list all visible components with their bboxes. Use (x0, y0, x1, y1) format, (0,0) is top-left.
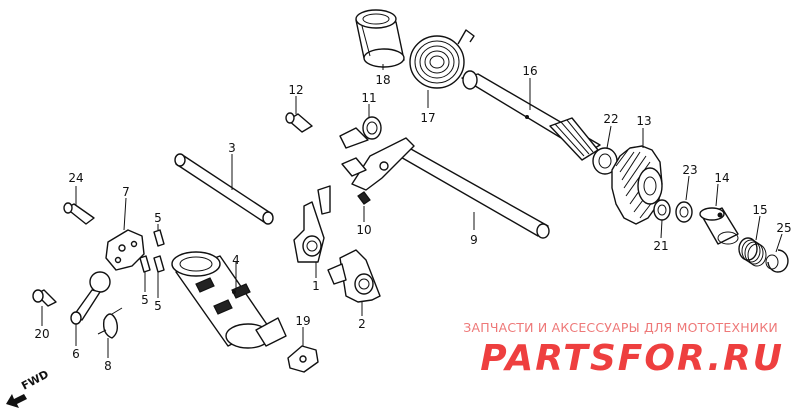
callout-22: 22 (603, 112, 618, 126)
part-1-shift-fork[interactable] (293, 185, 331, 263)
part-20-bolt[interactable] (32, 289, 57, 307)
part-6-stopper-arm[interactable] (70, 271, 111, 325)
callout-8: 8 (104, 359, 112, 373)
part-17-spring[interactable] (409, 29, 475, 89)
part-14-ratchet[interactable] (699, 207, 739, 245)
callout-17: 17 (420, 111, 435, 125)
leader-lines (41, 64, 783, 358)
part-13-gear[interactable] (611, 145, 663, 225)
callout-3: 3 (228, 141, 236, 155)
part-19-clip-plate[interactable] (287, 345, 319, 373)
part-3-shift-fork-shaft[interactable] (174, 153, 274, 225)
callout-23: 23 (682, 163, 697, 177)
callout-5-lower-right: 5 (154, 299, 162, 313)
callout-18: 18 (375, 73, 390, 87)
part-2-shift-fork[interactable] (327, 249, 381, 303)
callout-15: 15 (752, 203, 767, 217)
callout-16: 16 (522, 64, 537, 78)
callout-25: 25 (776, 221, 791, 235)
part-11-spring-arm[interactable] (339, 116, 382, 149)
callout-12: 12 (288, 83, 303, 97)
callout-9: 9 (470, 233, 478, 247)
callout-5-lower-left: 5 (141, 293, 149, 307)
callout-13: 13 (636, 114, 651, 128)
callout-20: 20 (34, 327, 49, 341)
callout-19: 19 (295, 314, 310, 328)
part-24-bolt[interactable] (63, 202, 95, 225)
callout-5-upper: 5 (154, 211, 162, 225)
callout-2: 2 (358, 317, 366, 331)
part-18-collar[interactable] (355, 9, 405, 68)
callout-21: 21 (653, 239, 668, 253)
part-16-spindle[interactable] (461, 70, 601, 161)
callout-1: 1 (312, 279, 320, 293)
part-23-washer[interactable] (675, 201, 693, 223)
part-12-bolt[interactable] (285, 112, 313, 133)
part-5-pins[interactable] (139, 229, 165, 273)
callout-11: 11 (361, 91, 376, 105)
part-7-stopper-plate[interactable] (105, 229, 145, 271)
part-25-circlip[interactable] (765, 249, 789, 273)
callout-10: 10 (356, 223, 371, 237)
fwd-arrow-icon (6, 394, 27, 408)
part-22-washer[interactable] (592, 147, 618, 175)
callout-14: 14 (714, 171, 729, 185)
callout-4: 4 (232, 253, 240, 267)
part-10-pin[interactable] (357, 191, 371, 205)
part-4-shift-drum[interactable] (171, 251, 287, 349)
part-8-spring[interactable] (97, 307, 123, 339)
callout-6: 6 (72, 347, 80, 361)
part-21-washer[interactable] (653, 199, 671, 221)
watermark-brand: PARTSFOR.RU (480, 338, 784, 379)
callout-labels: 18 17 16 22 13 23 14 15 25 21 12 11 3 9 … (34, 64, 791, 373)
part-9-gearshift-spindle[interactable] (341, 137, 550, 239)
part-15-spring[interactable] (738, 237, 767, 267)
watermark: ЗАПЧАСТИ И АКСЕССУАРЫ ДЛЯ МОТОТЕХНИКИ PA… (463, 320, 784, 379)
callout-7: 7 (122, 185, 130, 199)
callout-24: 24 (68, 171, 83, 185)
fwd-label: FWD (19, 368, 51, 393)
fwd-indicator: FWD (6, 368, 51, 408)
watermark-tagline: ЗАПЧАСТИ И АКСЕССУАРЫ ДЛЯ МОТОТЕХНИКИ (463, 320, 778, 335)
